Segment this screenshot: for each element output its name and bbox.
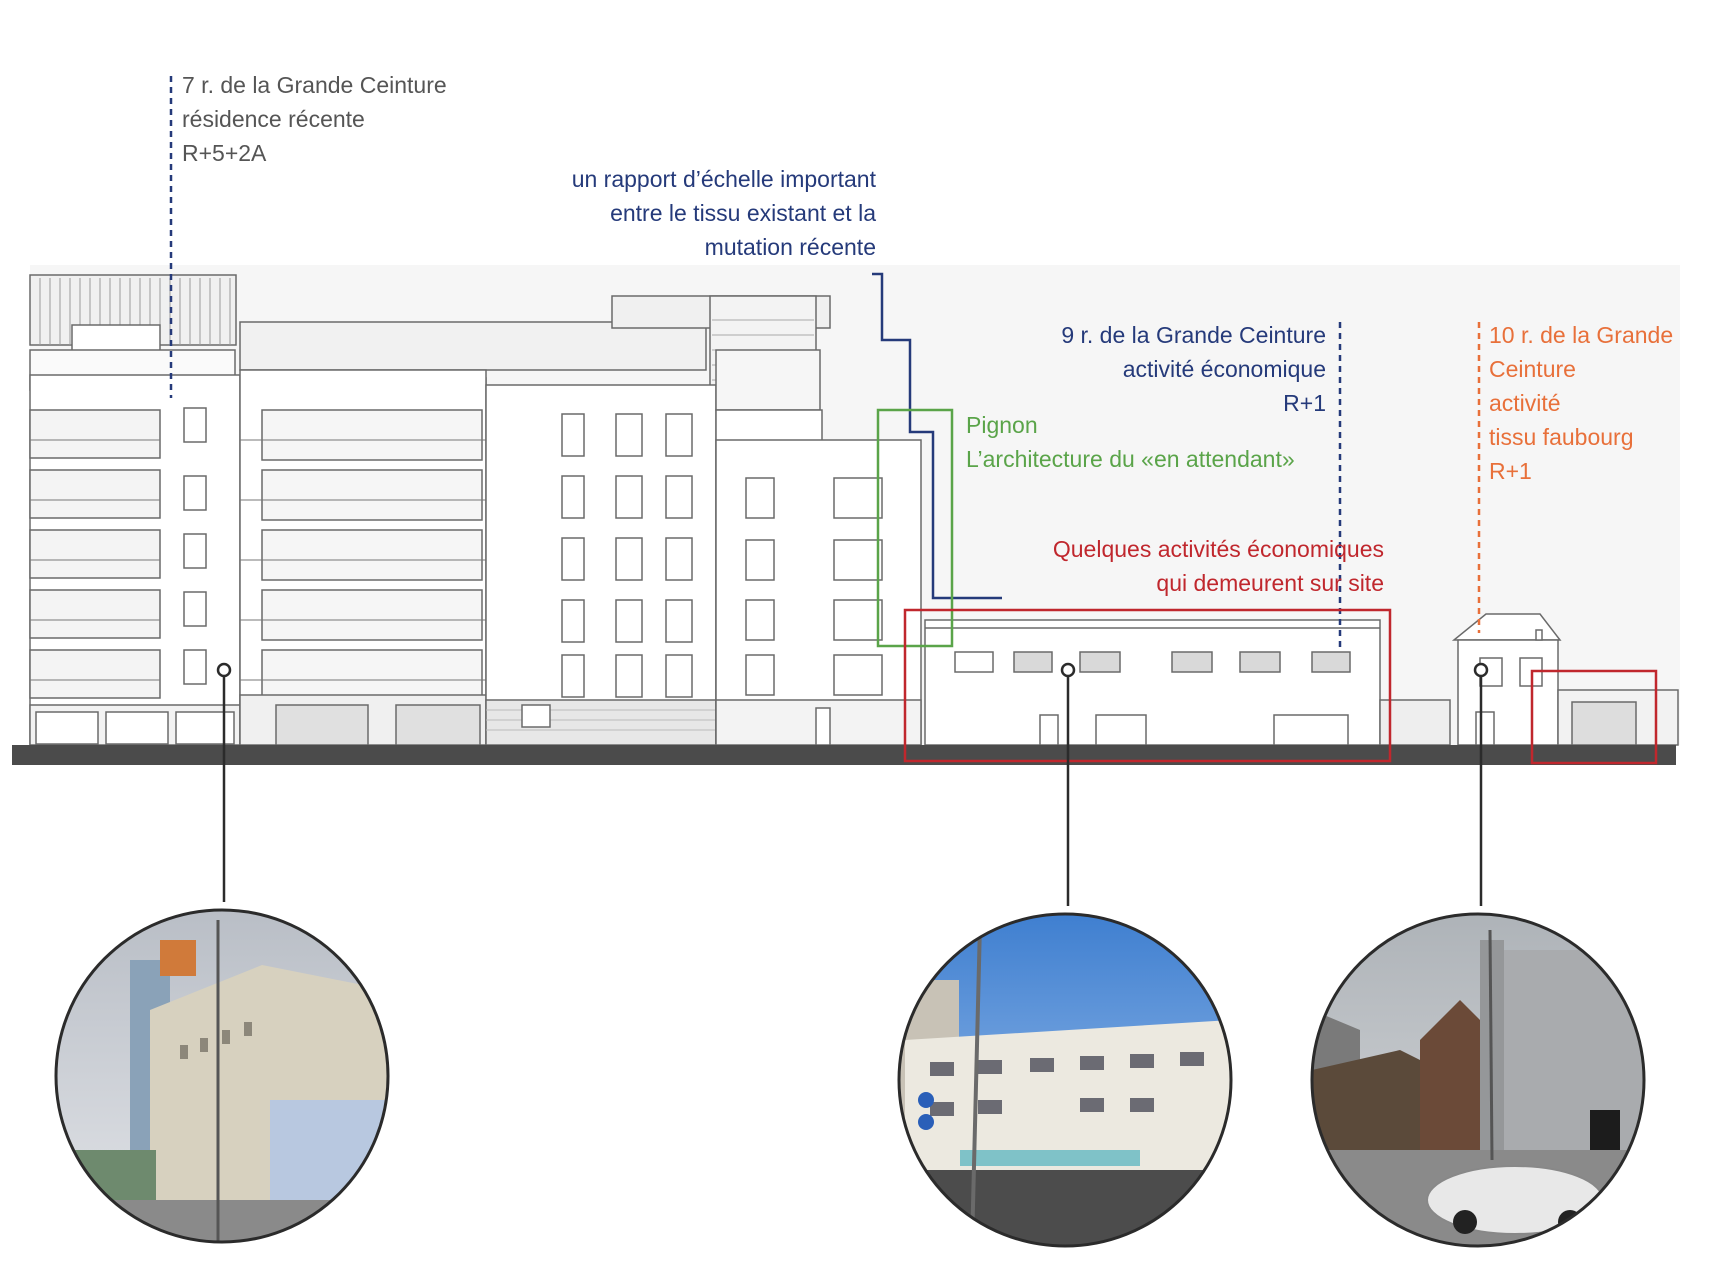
label-activity-10-line-5: R+1: [1489, 458, 1532, 484]
building-house: [1451, 613, 1679, 746]
label-pignon-line-1: Pignon: [966, 412, 1038, 438]
building-middle-left: [239, 321, 707, 746]
label-activity-10: 10 r. de la Grande Ceinture activité tis…: [1489, 318, 1673, 488]
label-activity-10-line-1: 10 r. de la Grande: [1489, 322, 1674, 348]
label-activity-9: 9 r. de la Grande Ceinture activité écon…: [1061, 318, 1326, 420]
label-residence-line-2: résidence récente: [182, 106, 365, 132]
label-activities-site-line-1: Quelques activités économiques: [1052, 536, 1384, 562]
frame-pignon: [876, 408, 954, 648]
label-pignon: Pignon L’architecture du «en attendant»: [966, 408, 1295, 476]
label-activities-site-line-2: qui demeurent sur site: [1156, 570, 1384, 596]
label-activities-site: Quelques activités économiques qui demeu…: [1053, 532, 1384, 600]
label-scale-note-line-1: un rapport d’échelle important: [571, 166, 876, 192]
label-residence-line-3: R+5+2A: [182, 140, 267, 166]
label-activity-9-line-2: activité économique: [1122, 356, 1326, 382]
marker-right: [1473, 662, 1489, 678]
building-centre-right: [715, 349, 922, 746]
label-activity-10-line-2: Ceinture: [1489, 356, 1576, 382]
label-activity-10-line-4: tissu faubourg: [1489, 424, 1634, 450]
label-residence: 7 r. de la Grande Ceinture résidence réc…: [182, 68, 447, 170]
label-scale-note-line-3: mutation récente: [704, 234, 876, 260]
photo-connectors: [216, 662, 1489, 906]
annotation-lines: [169, 76, 1658, 765]
label-pignon-line-2: L’architecture du «en attendant»: [966, 446, 1295, 472]
photo-warehouse-middle: [897, 912, 1233, 1248]
leader-scale-note: [872, 272, 1002, 600]
frame-activities-house: [1530, 669, 1658, 765]
label-activity-9-line-3: R+1: [1283, 390, 1326, 416]
building-warehouse: [924, 619, 1451, 746]
marker-middle: [1060, 662, 1076, 678]
label-residence-line-1: 7 r. de la Grande Ceinture: [182, 72, 447, 98]
label-scale-note-line-2: entre le tissu existant et la: [610, 200, 876, 226]
label-scale-note: un rapport d’échelle important entre le …: [572, 162, 876, 264]
building-centre-tall: [485, 295, 831, 746]
marker-left: [216, 662, 232, 678]
photo-house-right: [1310, 912, 1646, 1248]
elevation-drawing: [12, 265, 1680, 765]
ground-line: [12, 745, 1676, 765]
frame-activities-warehouse: [903, 608, 1392, 763]
label-activity-9-line-1: 9 r. de la Grande Ceinture: [1061, 322, 1326, 348]
building-residence-left: [29, 274, 241, 746]
label-activity-10-line-3: activité: [1489, 390, 1561, 416]
photo-warehouse-left: [54, 908, 390, 1244]
